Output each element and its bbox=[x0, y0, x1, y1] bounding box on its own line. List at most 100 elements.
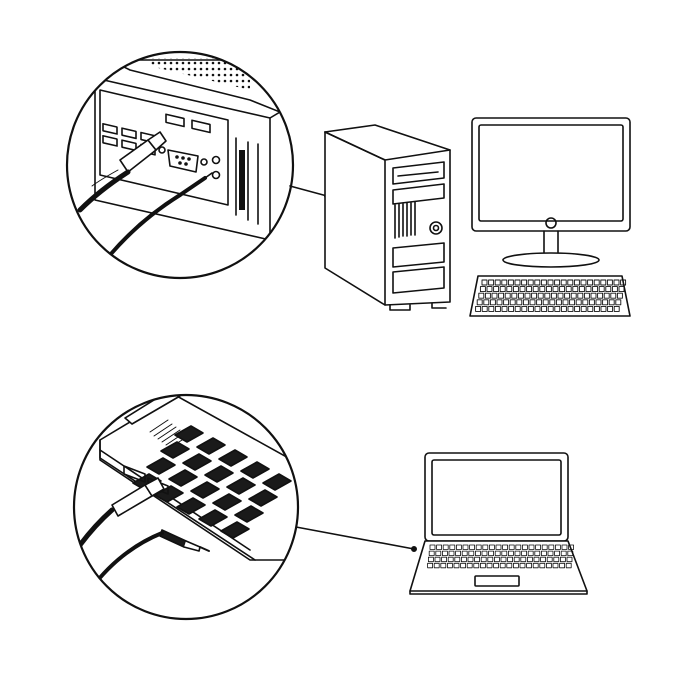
key bbox=[494, 550, 501, 556]
key bbox=[537, 292, 544, 299]
audio-jack-icon bbox=[88, 529, 210, 592]
key bbox=[534, 550, 541, 556]
key bbox=[498, 292, 505, 299]
key bbox=[441, 550, 448, 556]
key bbox=[435, 550, 442, 556]
key bbox=[580, 279, 587, 286]
key bbox=[595, 299, 602, 306]
usb-plug-icon bbox=[77, 131, 167, 213]
key bbox=[554, 550, 560, 556]
key bbox=[487, 556, 494, 563]
key bbox=[567, 279, 574, 286]
key bbox=[559, 286, 566, 293]
key bbox=[569, 299, 576, 306]
key bbox=[597, 292, 604, 299]
vent-grid bbox=[150, 58, 250, 90]
laptop-connector-dot bbox=[410, 545, 417, 552]
audio-jack-icon bbox=[211, 155, 221, 180]
key bbox=[585, 286, 592, 293]
key bbox=[560, 556, 566, 563]
key bbox=[508, 544, 515, 550]
key bbox=[519, 562, 526, 569]
key bbox=[440, 562, 447, 569]
key bbox=[442, 544, 449, 550]
key bbox=[554, 305, 561, 312]
key bbox=[454, 556, 461, 563]
key bbox=[516, 299, 523, 306]
key bbox=[545, 286, 552, 293]
key bbox=[593, 279, 600, 286]
laptop-connector-line bbox=[295, 526, 415, 550]
key bbox=[616, 292, 623, 299]
monitor-base bbox=[502, 252, 600, 268]
key bbox=[592, 286, 599, 293]
key bbox=[578, 286, 585, 293]
key bbox=[455, 544, 462, 550]
key bbox=[521, 305, 528, 312]
key bbox=[479, 286, 486, 293]
key bbox=[605, 286, 612, 293]
key bbox=[182, 453, 212, 471]
key bbox=[248, 489, 278, 507]
key bbox=[547, 279, 554, 286]
desktop-monitor bbox=[471, 117, 631, 268]
key bbox=[532, 286, 539, 293]
key bbox=[519, 286, 526, 293]
power-button bbox=[429, 221, 443, 235]
laptop-scene bbox=[72, 393, 588, 621]
keyboard-icon bbox=[427, 544, 574, 569]
key bbox=[507, 279, 514, 286]
key bbox=[190, 481, 220, 499]
key bbox=[587, 305, 594, 312]
key bbox=[495, 544, 502, 550]
key bbox=[176, 497, 206, 515]
key bbox=[539, 286, 546, 293]
key bbox=[610, 292, 617, 299]
key bbox=[544, 292, 551, 299]
audio-plug-cable bbox=[108, 172, 213, 257]
key bbox=[549, 299, 556, 306]
keyboard-icon bbox=[469, 275, 631, 317]
key bbox=[568, 544, 574, 550]
key bbox=[446, 562, 453, 569]
key bbox=[481, 305, 488, 312]
key bbox=[501, 550, 508, 556]
key bbox=[504, 292, 511, 299]
key bbox=[522, 544, 528, 550]
key bbox=[212, 493, 242, 511]
key bbox=[514, 305, 521, 312]
key bbox=[524, 292, 531, 299]
key bbox=[562, 299, 569, 306]
key bbox=[428, 550, 435, 556]
key bbox=[611, 286, 618, 293]
key bbox=[618, 286, 625, 293]
key bbox=[590, 292, 597, 299]
key bbox=[613, 305, 620, 312]
key bbox=[160, 441, 190, 459]
key bbox=[522, 299, 529, 306]
desktop-zoom-circle bbox=[65, 50, 295, 280]
key bbox=[620, 279, 627, 286]
key bbox=[527, 305, 534, 312]
key bbox=[427, 562, 434, 569]
key bbox=[513, 562, 519, 569]
laptop-deck bbox=[99, 395, 298, 561]
key bbox=[548, 544, 555, 550]
key bbox=[461, 550, 468, 556]
key bbox=[606, 279, 613, 286]
key bbox=[240, 461, 270, 479]
tower-feet bbox=[389, 302, 447, 311]
key bbox=[474, 550, 481, 556]
key bbox=[567, 550, 574, 556]
key bbox=[514, 279, 521, 286]
key bbox=[602, 299, 609, 306]
key bbox=[462, 544, 469, 550]
key bbox=[553, 556, 560, 563]
key bbox=[574, 305, 581, 312]
key bbox=[483, 299, 490, 306]
key bbox=[557, 292, 564, 299]
key bbox=[493, 556, 500, 563]
key bbox=[527, 279, 534, 286]
key bbox=[508, 305, 515, 312]
